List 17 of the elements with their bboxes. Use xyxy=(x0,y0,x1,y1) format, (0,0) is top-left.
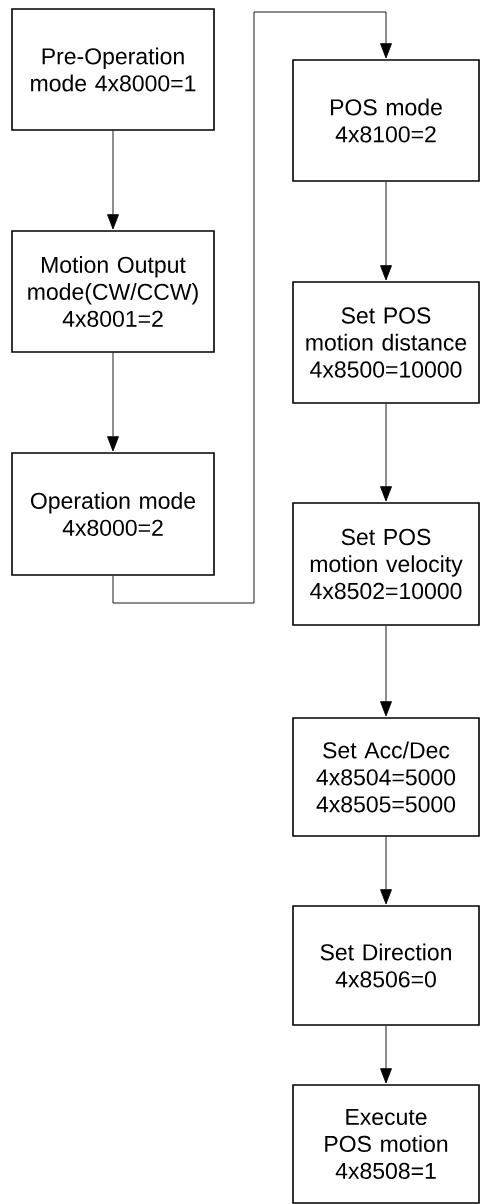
process-box: Set POS motion velocity 4x8502=10000 xyxy=(292,502,480,626)
process-box: Set Acc/Dec 4x8504=5000 4x8505=5000 xyxy=(292,717,480,837)
arrow xyxy=(112,11,392,604)
arrow xyxy=(107,130,119,230)
arrow xyxy=(380,1025,392,1084)
process-box: POS mode 4x8100=2 xyxy=(292,59,480,182)
arrow xyxy=(107,352,119,452)
arrow xyxy=(380,836,392,905)
process-box: Operation mode 4x8000=2 xyxy=(11,452,215,576)
arrow xyxy=(380,181,392,281)
process-box: Pre-Operation mode 4x8000=1 xyxy=(11,8,215,131)
arrow xyxy=(380,625,392,717)
process-box: Execute POS motion 4x8508=1 xyxy=(292,1084,480,1204)
process-box: Set POS motion distance 4x8500=10000 xyxy=(292,281,480,404)
process-box: Motion Output mode(CW/CCW) 4x8001=2 xyxy=(11,230,215,353)
arrow xyxy=(380,403,392,502)
process-box: Set Direction 4x8506=0 xyxy=(292,905,480,1026)
